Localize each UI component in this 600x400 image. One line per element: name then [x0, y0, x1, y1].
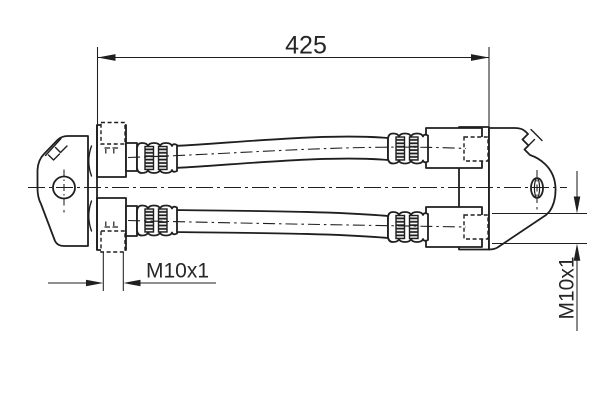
dimension-label-overall-length: 425 — [285, 32, 327, 60]
center-lines — [28, 146, 567, 228]
right-bracket-slot — [527, 128, 543, 147]
left-bottom-thread-hidden — [100, 230, 126, 253]
dim-arrow-thread-left — [86, 279, 104, 287]
collar-right-bottom — [387, 211, 429, 243]
bottom-hose-center-line — [127, 219, 467, 228]
left-boss-top — [88, 145, 93, 177]
dim-arrow-thread-down — [573, 196, 581, 214]
collar-right-top — [387, 132, 429, 165]
dimension-overall-length: 425 — [96, 32, 490, 127]
left-boss-bottom — [88, 200, 93, 232]
dimension-label-thread-right: M10x1 — [556, 256, 579, 319]
left-top-thread-hidden — [100, 121, 126, 145]
top-hose-center-line — [127, 146, 467, 159]
dim-arrow-right — [471, 54, 489, 61]
left-top-thread-ticks — [104, 147, 118, 154]
right-bottom-thread-hidden — [463, 214, 489, 240]
top-hose — [174, 135, 389, 169]
left-bracket-slot — [44, 137, 68, 161]
left-bracket-plate — [36, 135, 89, 247]
dim-arrow-left — [97, 54, 116, 61]
dim-arrow-thread-up — [573, 243, 581, 261]
dimension-label-thread-bottom-left: M10x1 — [146, 260, 209, 283]
right-bracket-plate — [488, 127, 557, 251]
dim-arrow-thread-right — [123, 279, 141, 287]
right-top-thread-hidden — [463, 136, 489, 162]
dimension-thread-right: M10x1 — [492, 171, 587, 331]
collar-left-bottom — [136, 204, 178, 237]
left-bottom-thread-ticks — [104, 221, 118, 228]
collar-left-top — [136, 142, 178, 174]
dimension-thread-bottom-left: M10x1 — [48, 252, 216, 291]
